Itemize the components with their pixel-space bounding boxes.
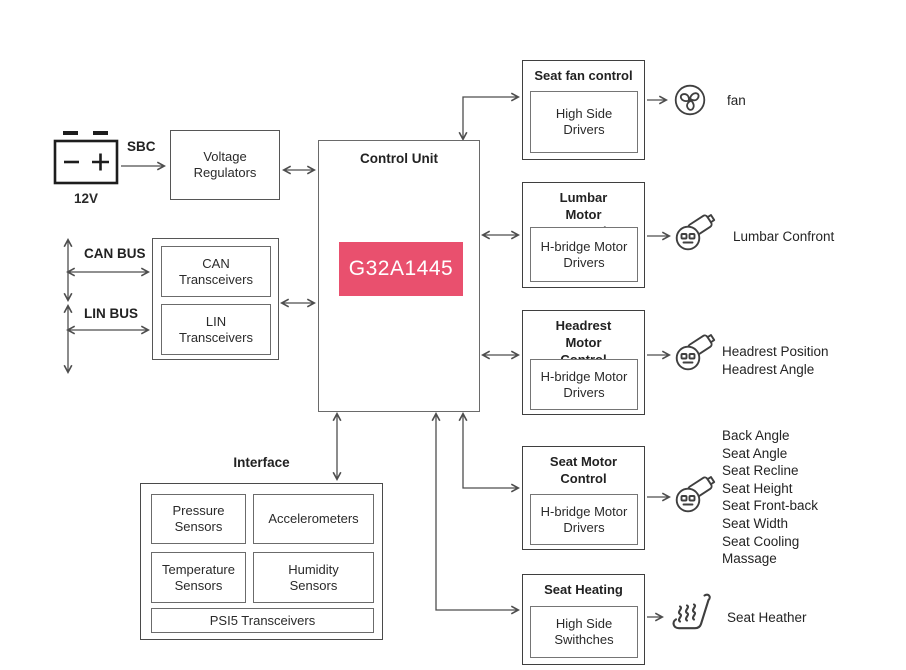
- humidity-sensors-label: Humidity Sensors: [288, 561, 339, 593]
- lumbar-driver-box: H-bridge Motor Drivers: [530, 227, 638, 282]
- psi5-transceivers-box: PSI5 Transceivers: [151, 608, 374, 633]
- seat-motor-output-labels: Back Angle Seat Angle Seat Recline Seat …: [722, 427, 818, 568]
- seat-motor-control-box: Seat Motor Control H-bridge Motor Driver…: [522, 446, 645, 550]
- motor-icon: [674, 332, 722, 379]
- seat-function: Massage: [722, 551, 777, 567]
- seat-heating-box: Seat Heating High Side Swithches: [522, 574, 645, 665]
- chip-badge: G32A1445: [339, 242, 463, 296]
- headrest-driver-label: H-bridge Motor Drivers: [540, 368, 628, 400]
- fan-icon: [672, 82, 708, 123]
- seat-heating-driver-label: High Side Swithches: [554, 616, 614, 647]
- pressure-sensors-box: Pressure Sensors: [151, 494, 246, 544]
- sbc-label: SBC: [127, 139, 156, 154]
- seat-function: Seat Recline: [722, 463, 799, 479]
- seat-function: Seat Angle: [722, 445, 788, 461]
- seat-fan-control-title: Seat fan control: [534, 68, 633, 83]
- psi5-transceivers-label: PSI5 Transceivers: [209, 612, 316, 628]
- seat-function: Seat Width: [722, 515, 789, 531]
- temperature-sensors-box: Temperature Sensors: [151, 552, 246, 603]
- accelerometers-box: Accelerometers: [253, 494, 374, 544]
- accelerometers-label: Accelerometers: [268, 511, 359, 526]
- control-unit-box: Control Unit G32A1445: [318, 140, 480, 412]
- seat-motor-driver-box: H-bridge Motor Drivers: [530, 494, 638, 545]
- headrest-motor-control-box: Headrest Motor Control H-bridge Motor Dr…: [522, 310, 645, 415]
- seat-function: Seat Height: [722, 480, 793, 496]
- lumbar-output-label: Lumbar Confront: [733, 229, 835, 244]
- interface-title: Interface: [233, 455, 290, 470]
- headrest-driver-box: H-bridge Motor Drivers: [530, 359, 638, 410]
- seat-fan-driver-box: High Side Drivers: [530, 91, 638, 153]
- control-unit-title: Control Unit: [360, 151, 438, 166]
- seat-function: Seat Front-back: [722, 498, 819, 514]
- seat-motor-driver-label: H-bridge Motor Drivers: [540, 503, 628, 535]
- transceivers-group-box: CAN Transceivers LIN Transceivers: [152, 238, 279, 360]
- headrest-output-labels: Headrest Position Headrest Angle: [722, 343, 829, 379]
- voltage-regulators-label: Voltage Regulators: [193, 149, 257, 180]
- seat-fan-driver-label: High Side Drivers: [555, 106, 613, 137]
- seat-motor-control-title: Seat Motor Control: [549, 454, 618, 486]
- seat-fan-control-box: Seat fan control High Side Drivers: [522, 60, 645, 160]
- seat-heating-title: Seat Heating: [544, 582, 623, 597]
- fan-output-label: fan: [727, 93, 746, 108]
- lin-transceivers-box: LIN Transceivers: [161, 304, 271, 355]
- temperature-sensors-label: Temperature Sensors: [162, 561, 235, 593]
- lin-bus-label: LIN BUS: [84, 306, 138, 321]
- seat-function: Seat Cooling: [722, 533, 800, 549]
- lin-transceivers-label: LIN Transceivers: [179, 313, 253, 345]
- headrest-output-line: Headrest Position: [722, 344, 829, 359]
- lumbar-driver-label: H-bridge Motor Drivers: [540, 238, 628, 270]
- battery-voltage-label: 12V: [73, 191, 99, 206]
- seat-function: Back Angle: [722, 428, 790, 443]
- headrest-output-line: Headrest Angle: [722, 362, 815, 377]
- battery-icon: [50, 124, 122, 188]
- seat-heating-output-label: Seat Heather: [727, 610, 807, 625]
- motor-icon: [674, 474, 722, 521]
- can-transceivers-box: CAN Transceivers: [161, 246, 271, 297]
- interface-box: Pressure Sensors Accelerometers Temperat…: [140, 483, 383, 640]
- can-transceivers-label: CAN Transceivers: [179, 255, 253, 287]
- voltage-regulators-box: Voltage Regulators: [170, 130, 280, 200]
- seat-heater-icon: [668, 591, 714, 640]
- lumbar-motor-control-box: Lumbar Motor Control H-bridge Motor Driv…: [522, 182, 645, 288]
- pressure-sensors-label: Pressure Sensors: [172, 503, 225, 534]
- can-bus-label: CAN BUS: [84, 246, 146, 261]
- humidity-sensors-box: Humidity Sensors: [253, 552, 374, 603]
- motor-icon: [674, 212, 722, 259]
- seat-heating-driver-box: High Side Swithches: [530, 606, 638, 658]
